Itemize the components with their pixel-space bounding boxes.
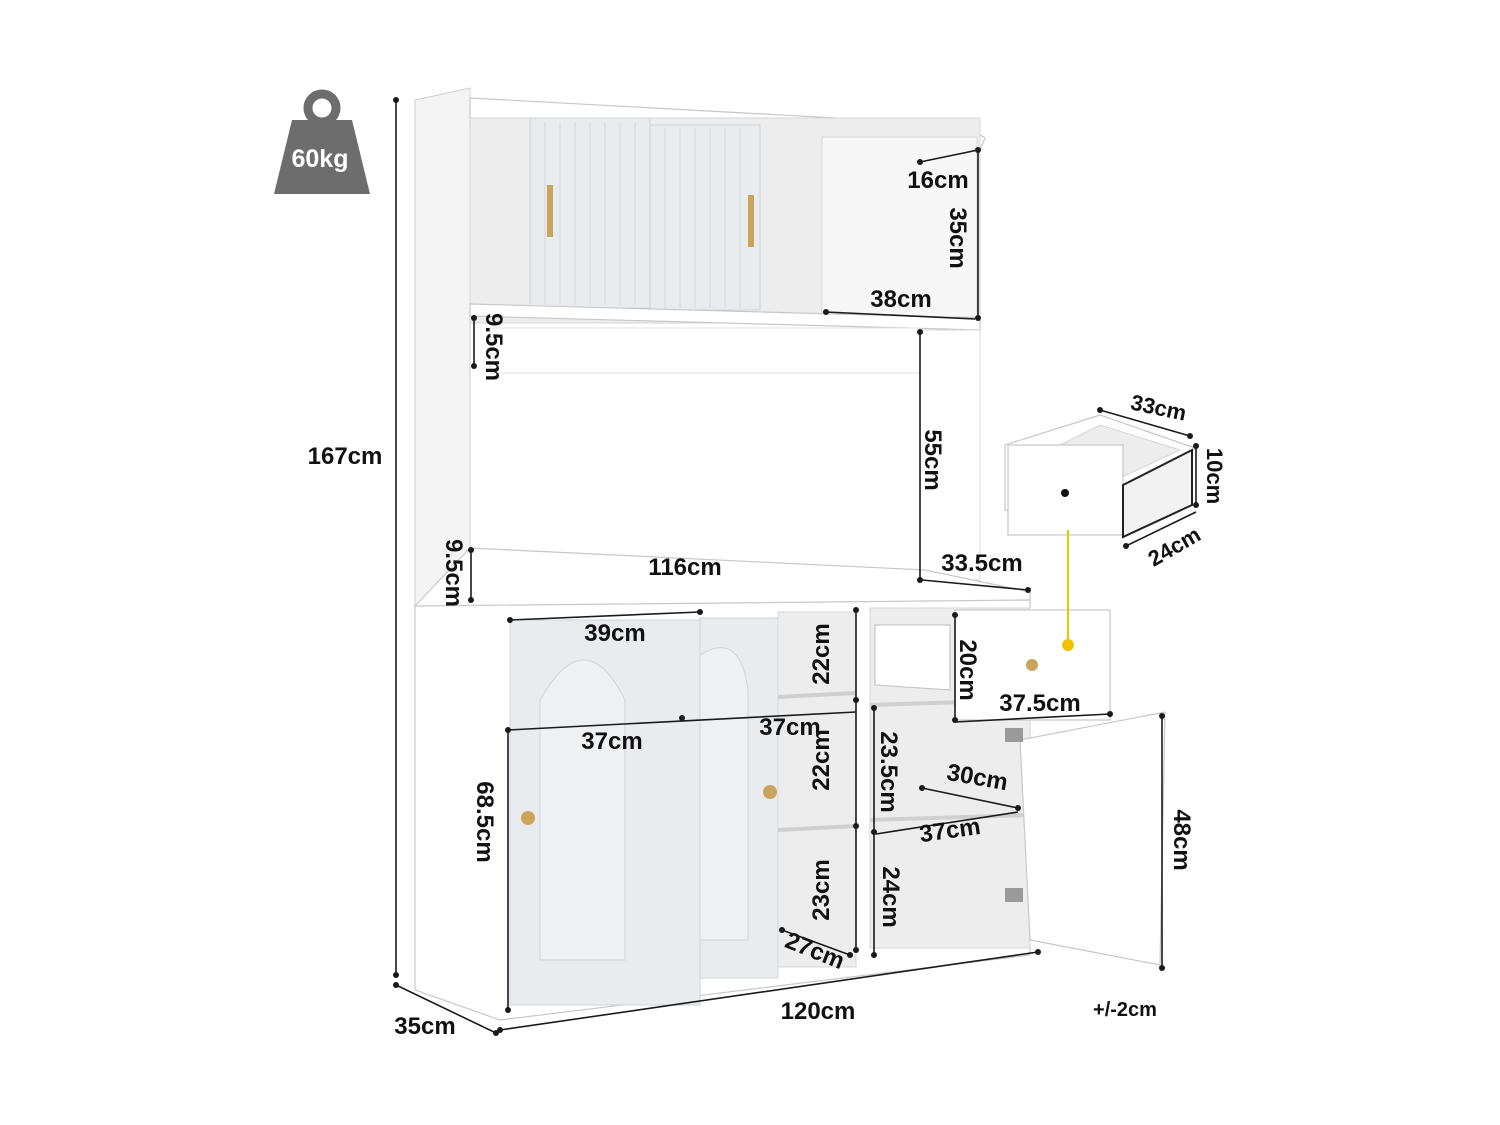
door-handle [748, 195, 754, 247]
left-door-width-label: 39cm [584, 620, 645, 647]
shelf-height-mid-label: 22cm [808, 729, 835, 790]
inner-width-mid-label: 37cm [759, 714, 820, 741]
counter-width-label: 116cm [648, 554, 721, 581]
drawer-front-height-label: 20cm [954, 639, 981, 700]
shelf-height-bottom-label: 23cm [808, 859, 835, 920]
left-cabinet-height-label: 68.5cm [471, 781, 498, 862]
right-lower-height-label: 24cm [877, 866, 904, 927]
counter-right-width-label: 33.5cm [941, 550, 1022, 577]
hinge-icon [1005, 728, 1023, 742]
open-door [1019, 711, 1166, 966]
weight-label: 60kg [292, 145, 349, 173]
pulled-drawer [874, 624, 951, 691]
knob [521, 811, 535, 825]
right-inner-height-label: 23.5cm [875, 731, 902, 812]
open-height-label: 55cm [919, 429, 946, 490]
depth-label: 35cm [394, 1013, 455, 1040]
upper-gap-label: 9.5cm [480, 313, 507, 381]
total-height-label: 167cm [308, 443, 383, 470]
inner-width-left-label: 37cm [581, 728, 642, 755]
hinge-icon [1005, 888, 1023, 902]
sliding-glass-door-right [649, 124, 761, 311]
knob [763, 785, 777, 799]
upper-right-depth-label: 16cm [907, 167, 968, 194]
dimension-lines [393, 97, 1199, 1036]
upper-right-width-label: 38cm [870, 286, 931, 313]
drawer-side-label: 24cm [1144, 522, 1205, 572]
weight-icon: 60kg [274, 89, 370, 194]
upper-right-height-label: 35cm [944, 207, 971, 268]
cabinet-illustration [413, 87, 1166, 1021]
door-height-label: 48cm [1168, 809, 1195, 870]
drawer-height-label: 10cm [1202, 448, 1227, 504]
drawer-detail [1004, 414, 1197, 651]
knob [1026, 659, 1038, 671]
tolerance-label: +/-2cm [1093, 999, 1157, 1021]
shelf-height-top-label: 22cm [808, 623, 835, 684]
drawer-front-width-label: 37.5cm [999, 690, 1080, 717]
total-width-label: 120cm [781, 998, 856, 1025]
door-handle [547, 185, 553, 237]
lower-gap-label: 9.5cm [440, 539, 467, 607]
